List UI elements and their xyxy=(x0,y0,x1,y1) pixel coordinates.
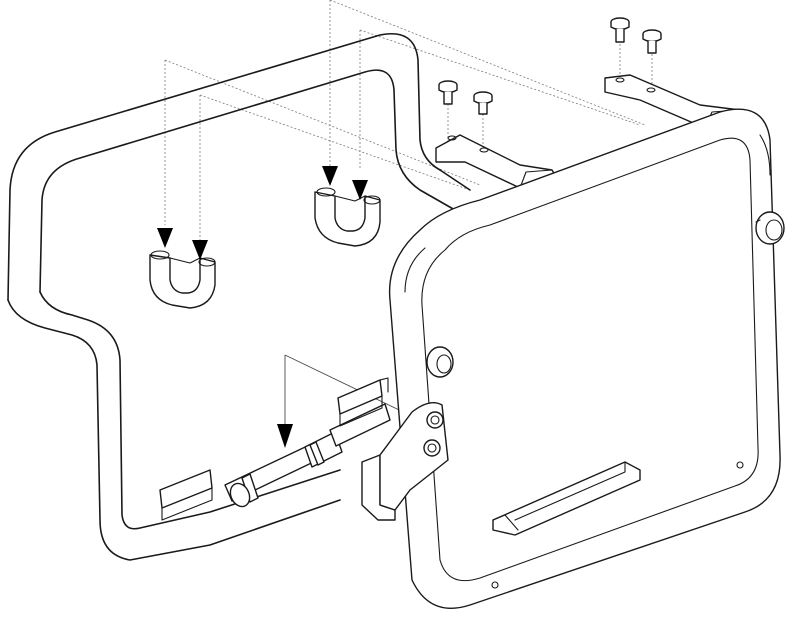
bolt-2 xyxy=(642,29,662,54)
bolt-4 xyxy=(473,91,493,115)
bottom-plate xyxy=(492,461,641,536)
arrow-clamp-left-a xyxy=(157,228,173,248)
connecting-bar xyxy=(224,403,391,508)
bolt-1 xyxy=(610,17,630,43)
side-frame xyxy=(388,108,781,609)
frame-holes xyxy=(491,461,744,589)
bolt-3 xyxy=(438,80,458,105)
u-clamp-left xyxy=(149,250,216,309)
rubber-bushing-middle xyxy=(426,346,454,378)
arrow-clamp-right-b xyxy=(352,180,368,200)
rear-tube-frame xyxy=(7,33,471,561)
arrow-clamp-right-a xyxy=(322,166,338,186)
arrows xyxy=(157,166,368,448)
arrow-clamp-left-b xyxy=(192,240,208,260)
arrow-connecting-bar xyxy=(277,424,293,448)
u-clamp-right xyxy=(314,187,381,247)
hinge-bracket xyxy=(361,402,449,521)
rubber-bushing-top xyxy=(755,211,785,245)
rear-frame-tabs xyxy=(159,377,389,521)
